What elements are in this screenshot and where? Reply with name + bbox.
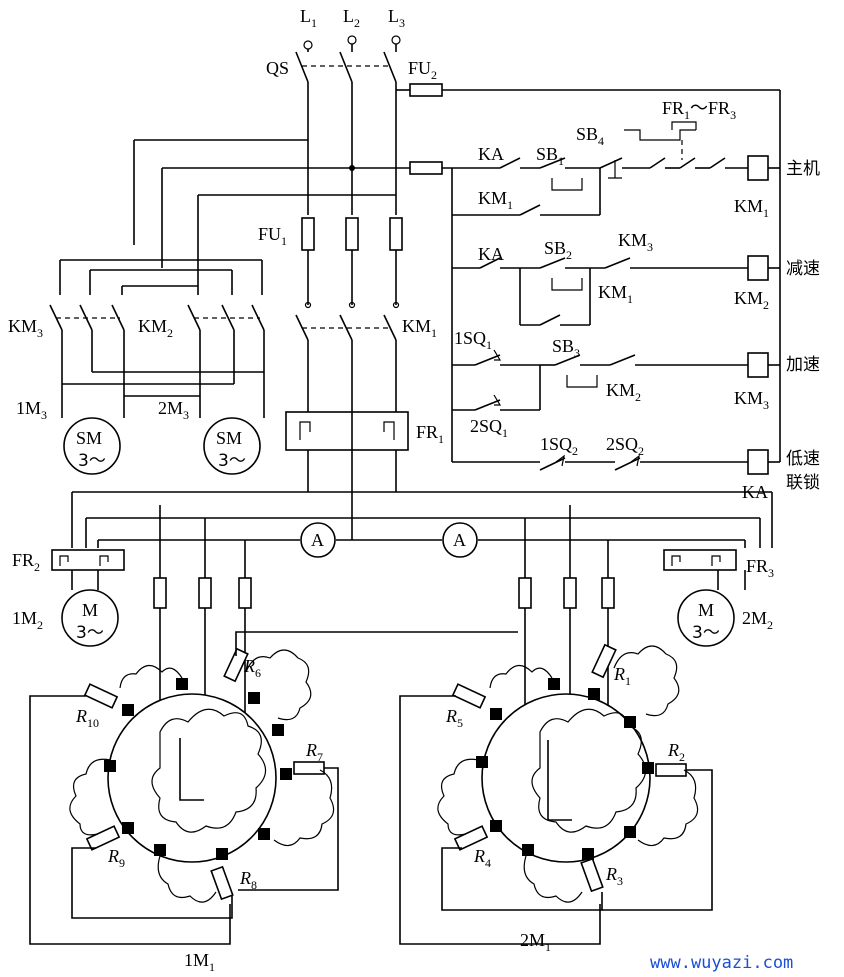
function-accelerate: 加速: [786, 355, 820, 375]
label-KM2-left: KM2: [138, 316, 173, 340]
svg-text:A: A: [453, 530, 466, 550]
motor-2m2: M 3～ 2M2: [677, 589, 773, 647]
label-FR1-FR3: FR1～FR3: [662, 98, 736, 122]
svg-text:A: A: [311, 530, 324, 550]
coil-label-km2: KM2: [734, 288, 769, 312]
label-KM2-contact: KM2: [606, 380, 641, 404]
label-KM1-contact2: KM1: [598, 282, 633, 306]
label-FU2: FU2: [408, 58, 437, 82]
svg-text:3～: 3～: [78, 451, 106, 471]
label-R6: R6: [243, 656, 261, 680]
function-decelerate: 减速: [786, 259, 820, 279]
label-FR3: FR3: [746, 556, 774, 580]
function-low-speed: 低速: [786, 449, 820, 469]
fr3-relay: FR3: [663, 549, 774, 590]
label-R9: R9: [107, 846, 125, 870]
rung-accelerate: 1SQ1 2SQ1 SB3 KM2 KM3 加速: [452, 328, 820, 440]
svg-text:3～: 3～: [692, 623, 720, 643]
label-SB3: SB3: [552, 336, 580, 360]
label-SB1: SB1: [536, 144, 564, 168]
label-R1: R1: [613, 664, 631, 688]
label-QS: QS: [266, 58, 289, 78]
stator-2m1: [476, 678, 654, 863]
label-2SQ1: 2SQ1: [470, 416, 508, 440]
label-KA-top: KA: [478, 144, 504, 164]
ammeter-left: A: [300, 522, 336, 558]
svg-text:3～: 3～: [218, 451, 246, 471]
fu2-fuse: FU2: [396, 58, 780, 97]
label-KM3-left: KM3: [8, 316, 43, 340]
label-SB2: SB2: [544, 238, 572, 262]
label-2M2: 2M2: [742, 608, 773, 632]
label-2M3: 2M3: [158, 398, 189, 422]
label-1M1: 1M1: [184, 950, 215, 974]
control-fuse: [352, 161, 480, 175]
coil-label-km1: KM1: [734, 196, 769, 220]
resistors-2m1: R1 R2 R3 R4 R5 2M1: [399, 643, 713, 954]
aux-motor-feeders: [59, 139, 396, 295]
fr2-relay: FR2: [12, 549, 125, 590]
fr1-thermal-relay: FR1: [285, 411, 444, 451]
supply-terminals: L1 L2 L3: [300, 6, 405, 52]
label-L2: L2: [343, 6, 360, 30]
label-R2: R2: [667, 740, 685, 764]
fu1-fuses: FU1: [258, 217, 403, 305]
svg-text:M: M: [82, 600, 98, 620]
motor-1m3: SM 3～ 1M3: [16, 398, 121, 475]
stator-1m1: [104, 678, 292, 863]
resistors-1m1: R6 R7 R8 R9 R10 1M1: [29, 631, 518, 974]
label-R7: R7: [305, 740, 323, 764]
watermark: www.wuyazi.com: [650, 953, 793, 973]
label-2SQ2: 2SQ2: [606, 434, 644, 458]
aux-motor-wiring: [61, 330, 265, 418]
label-SB4: SB4: [576, 124, 604, 148]
label-1M2: 1M2: [12, 608, 43, 632]
label-KM1-contact: KM1: [478, 188, 513, 212]
label-KM1-main: KM1: [402, 316, 437, 340]
label-2M1: 2M1: [520, 930, 551, 954]
svg-text:M: M: [698, 600, 714, 620]
label-FR1: FR1: [416, 422, 444, 446]
km1-main-contacts: KM1: [295, 301, 437, 415]
label-R4: R4: [473, 846, 491, 870]
function-main: 主机: [786, 159, 820, 179]
svg-text:SM: SM: [216, 428, 242, 448]
label-1M3: 1M3: [16, 398, 47, 422]
distribution-lines: [71, 450, 773, 548]
svg-text:SM: SM: [76, 428, 102, 448]
label-FR2: FR2: [12, 550, 40, 574]
label-R10: R10: [75, 706, 99, 730]
label-1SQ1: 1SQ1: [454, 328, 492, 352]
label-L1: L1: [300, 6, 317, 30]
label-FU1: FU1: [258, 224, 287, 248]
label-R5: R5: [445, 706, 463, 730]
qs-switch: QS: [266, 51, 397, 83]
label-1SQ2: 1SQ2: [540, 434, 578, 458]
coil-label-km3: KM3: [734, 388, 769, 412]
main-bus: [307, 82, 397, 215]
label-KM3-contact: KM3: [618, 230, 653, 254]
rung-main: KA SB1 SB4 FR1～FR3 KM1 KM1 主机: [452, 98, 820, 220]
motor-2m3: SM 3～ 2M3: [158, 398, 261, 475]
svg-text:3～: 3～: [76, 623, 104, 643]
motor-1m2: M 3～ 1M2: [12, 589, 119, 647]
km3-contacts: KM3: [8, 304, 125, 340]
label-R8: R8: [239, 868, 257, 892]
rung-decelerate: KA SB2 KM3 KM1 KM2 减速: [452, 230, 820, 326]
control-rail: [451, 90, 781, 462]
label-R3: R3: [605, 864, 623, 888]
km2-contacts: KM2: [138, 304, 265, 340]
function-interlock: 联锁: [786, 473, 820, 493]
rung-low-speed-interlock: 1SQ2 2SQ2 KA 低速 联锁: [452, 434, 820, 502]
label-L3: L3: [388, 6, 405, 30]
label-KA-mid: KA: [478, 244, 504, 264]
ammeter-right: A: [442, 522, 478, 558]
coil-label-ka: KA: [742, 482, 768, 502]
